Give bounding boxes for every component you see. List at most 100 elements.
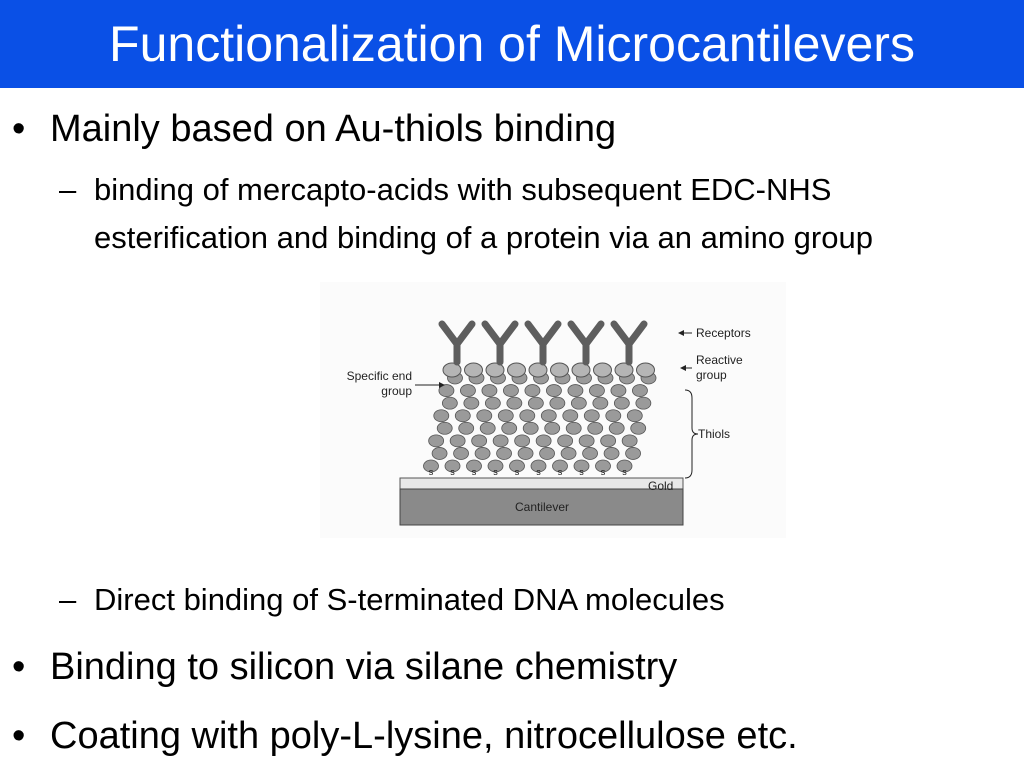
sub-bullet-text: Direct binding of S-terminated DNA molec… xyxy=(94,582,725,617)
chain-segment xyxy=(549,396,566,410)
chain-segment xyxy=(506,396,523,410)
cantilever-label: Cantilever xyxy=(515,500,569,514)
chain-segment xyxy=(583,409,600,423)
chain-segment xyxy=(540,409,557,423)
chain-segment xyxy=(630,421,647,435)
chain-segment xyxy=(535,434,552,448)
bullet-dot: • xyxy=(12,108,26,150)
reactive-group xyxy=(464,362,483,378)
gold-layer xyxy=(399,477,684,490)
chain-segment xyxy=(582,447,598,460)
chain-segment xyxy=(616,459,633,473)
dash-marker: – xyxy=(59,582,77,617)
chain-segment xyxy=(524,384,541,397)
specific-arrowhead xyxy=(439,382,445,388)
chain-segment xyxy=(600,434,617,448)
reactive-group xyxy=(528,362,548,378)
chain-segment xyxy=(496,447,512,460)
chain-segment xyxy=(428,434,445,448)
reactive-group xyxy=(593,362,612,378)
chain-segment xyxy=(539,447,555,460)
chain-segment xyxy=(621,434,638,448)
chain-segment xyxy=(433,409,450,423)
chain-segment xyxy=(423,459,439,473)
receptors-label: Receptors xyxy=(696,326,751,340)
chain-segment xyxy=(605,409,622,423)
chain-segment xyxy=(592,396,609,410)
bullet-text: Mainly based on Au-thiols binding xyxy=(50,108,617,150)
chain-segment xyxy=(626,409,643,423)
chain-segment xyxy=(519,409,536,423)
reactive-group xyxy=(485,362,505,378)
thiols-brace xyxy=(684,389,699,479)
chain-segment xyxy=(589,384,605,397)
chain-segment xyxy=(431,447,448,460)
sulfur-label: s xyxy=(601,467,606,477)
bullet-text: Coating with poly-L-lysine, nitrocellulo… xyxy=(50,715,798,757)
chain-segment xyxy=(635,396,652,410)
chain-segment xyxy=(492,434,509,448)
chain-segment xyxy=(487,459,504,473)
chain-segment xyxy=(522,421,539,435)
chain-segment xyxy=(458,421,475,435)
chain-segment xyxy=(613,396,630,410)
chain-segment xyxy=(471,434,488,448)
reactive-group xyxy=(507,362,526,378)
chain-segment xyxy=(570,396,587,410)
chain-segment xyxy=(562,409,579,423)
chain-segment xyxy=(501,421,518,435)
sulfur-label: s xyxy=(493,467,498,477)
reactive-label-1: Reactive xyxy=(696,353,743,367)
chain-segment xyxy=(544,421,561,435)
chain-segment xyxy=(567,384,584,397)
chain-segment xyxy=(466,459,482,473)
chain-segment xyxy=(503,384,519,397)
sulfur-label: s xyxy=(622,467,627,477)
chain-segment xyxy=(436,421,453,435)
bullet-dot: • xyxy=(12,715,26,757)
chain-segment xyxy=(527,396,544,410)
chain-segment xyxy=(454,409,471,423)
chain-segment xyxy=(460,384,476,397)
receptors-arrowhead xyxy=(678,330,684,336)
chain-segment xyxy=(476,409,493,423)
dash-marker: – xyxy=(59,172,77,207)
sub-list-item: – binding of mercapto-acids with subsequ… xyxy=(0,166,1024,316)
chain-segment xyxy=(463,396,480,410)
chain-segment xyxy=(603,447,620,460)
chain-segment xyxy=(449,434,466,448)
reactive-label-2: group xyxy=(696,368,727,382)
chain-segment xyxy=(481,384,498,397)
sulfur-label: s xyxy=(558,467,563,477)
reactive-group xyxy=(636,362,655,378)
chain-segment xyxy=(530,459,547,473)
bullet-text: Binding to silicon via silane chemistry xyxy=(50,646,678,688)
chain-segment xyxy=(595,459,611,473)
bullet-dot: • xyxy=(12,646,26,688)
chain-segment xyxy=(552,459,568,473)
chain-segment xyxy=(514,434,531,448)
thiols-label: Thiols xyxy=(698,427,730,441)
chain-segment xyxy=(578,434,595,448)
reactive-group xyxy=(614,362,634,378)
chain-segment xyxy=(565,421,582,435)
sulfur-label: s xyxy=(536,467,541,477)
sub-bullet-text: binding of mercapto-acids with subsequen… xyxy=(94,172,873,255)
chain-segment xyxy=(479,421,496,435)
reactive-group xyxy=(571,362,591,378)
chain-segment xyxy=(625,447,641,460)
chain-segment xyxy=(587,421,604,435)
slide-title: Functionalization of Microcantilevers xyxy=(109,16,915,72)
chain-segment xyxy=(438,384,455,397)
sulfur-label: s xyxy=(515,467,520,477)
cantilever-body xyxy=(399,488,684,526)
chain-segment xyxy=(573,459,590,473)
chain-segment xyxy=(497,409,514,423)
sulfur-label: s xyxy=(450,467,455,477)
sulfur-label: s xyxy=(472,467,477,477)
sulfur-label: s xyxy=(429,467,434,477)
specific-label-1: Specific end xyxy=(347,369,412,383)
chain-segment xyxy=(474,447,491,460)
